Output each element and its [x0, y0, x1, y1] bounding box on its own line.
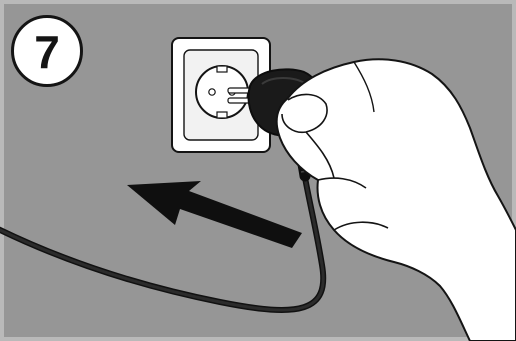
step-badge: 7: [11, 15, 83, 87]
step-number: 7: [34, 29, 60, 75]
